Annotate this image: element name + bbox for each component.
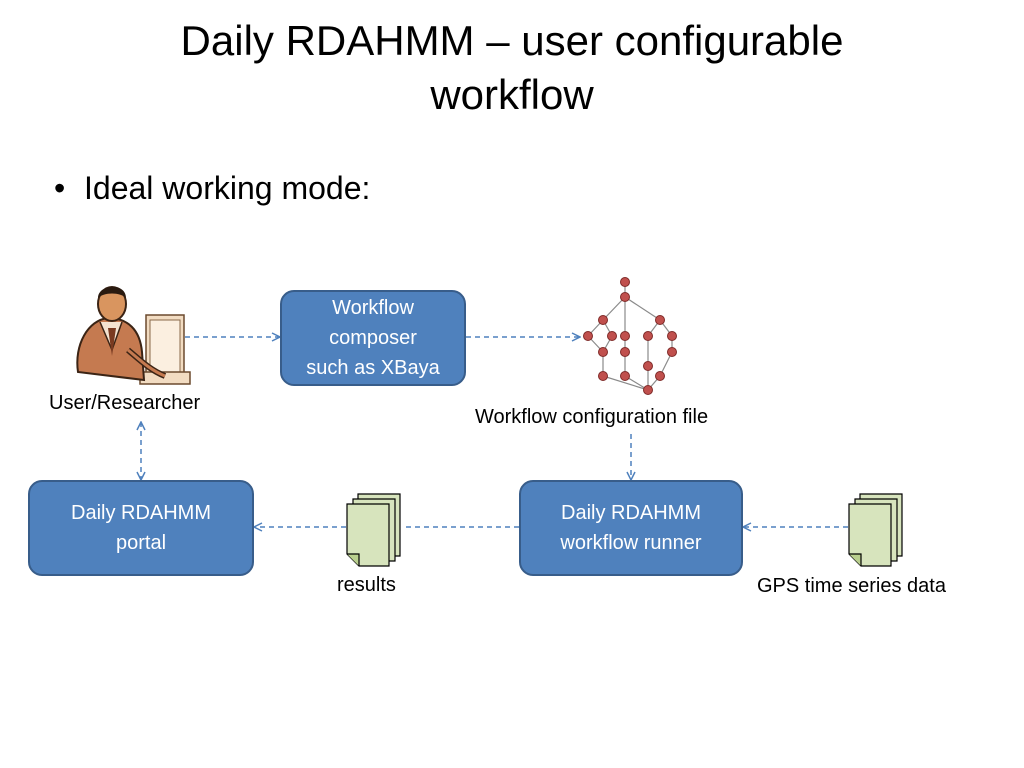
portal-box: Daily RDAHMM portal: [28, 480, 254, 576]
user-label: User/Researcher: [49, 392, 201, 414]
portal-line-1: Daily RDAHMM: [71, 502, 211, 524]
title-line-2: workflow: [430, 71, 594, 118]
workflow-composer-box: Workflow composer such as XBaya: [280, 290, 466, 386]
bullet-item: • Ideal working mode:: [54, 168, 370, 208]
gps-data-label: GPS time series data: [757, 575, 946, 597]
workflow-runner-box: Daily RDAHMM workflow runner: [519, 480, 743, 576]
config-file-label: Workflow configuration file: [475, 406, 709, 428]
bullet-dot-icon: •: [54, 170, 66, 206]
title-line-1: Daily RDAHMM – user configurable: [180, 17, 844, 64]
slide-title: Daily RDAHMM – user configurable workflo…: [0, 14, 1024, 122]
results-label: results: [337, 574, 396, 596]
composer-line-1: Workflow: [332, 297, 414, 319]
runner-line-1: Daily RDAHMM: [561, 502, 701, 524]
bullet-text: Ideal working mode:: [84, 170, 371, 206]
composer-line-2: composer: [329, 327, 417, 349]
runner-line-2: workflow runner: [560, 532, 702, 554]
composer-line-3: such as XBaya: [306, 357, 440, 379]
portal-line-2: portal: [115, 532, 167, 554]
